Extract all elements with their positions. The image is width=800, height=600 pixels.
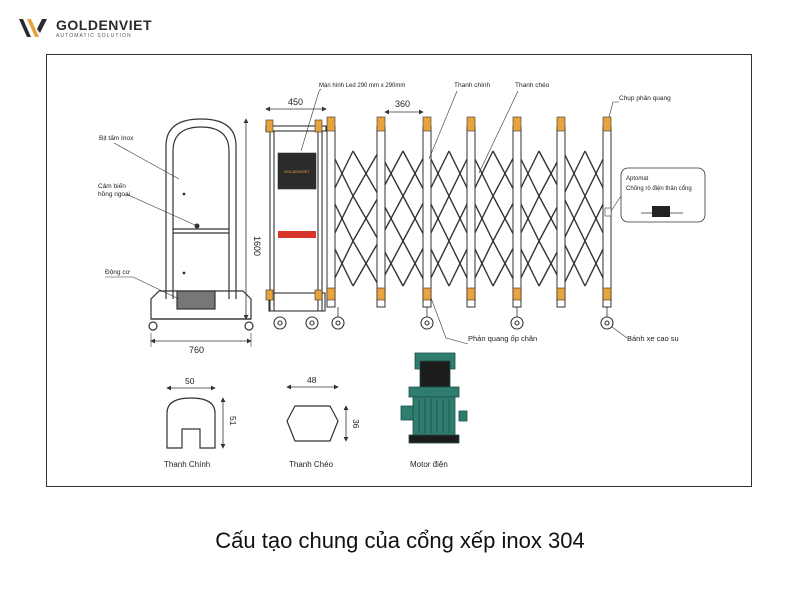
electric-motor <box>400 352 468 444</box>
aptomat-callout <box>620 167 706 223</box>
dim-50: 50 <box>185 376 195 386</box>
profile-thanh-cheo <box>286 405 339 442</box>
label-thanh-chinh-bottom: Thanh Chính <box>164 460 210 469</box>
red-band <box>278 231 316 238</box>
rubber-wheels <box>331 316 614 330</box>
label-motor-dien: Motor điện <box>410 460 448 469</box>
main-posts <box>326 126 612 308</box>
label-chong-ro-dien: Chống rò điện thân cổng <box>626 185 692 192</box>
label-chup-phan-quang: Chụp phản quang <box>619 95 671 102</box>
dim-48: 48 <box>307 375 317 385</box>
profile-thanh-chinh <box>166 397 216 449</box>
dim-51: 51 <box>228 416 238 426</box>
label-thanh-chinh-top: Thanh chính <box>454 82 491 89</box>
screen-logo: GOLDENVIET <box>284 169 310 174</box>
dim-450: 450 <box>288 97 303 107</box>
label-hong-ngoai: hồng ngoại <box>98 189 130 198</box>
logo: GOLDENVIET AUTOMATIC SOLUTION <box>18 17 152 39</box>
label-bit-tam-inox: Bịt tấm Inox <box>99 133 134 142</box>
label-aptomat: Aptomat <box>626 176 649 182</box>
scissor-lattice <box>330 150 608 287</box>
breaker-icon <box>652 206 670 217</box>
dim-36: 36 <box>351 419 361 429</box>
dim-1600: 1600 <box>252 236 262 256</box>
logo-mark-icon <box>19 19 47 37</box>
dim-360: 360 <box>395 99 410 109</box>
logo-name: GOLDENVIET <box>56 16 153 33</box>
label-phan-quang-op-chan: Phản quang ốp chân <box>468 334 537 343</box>
figure-caption: Cấu tạo chung của cổng xếp inox 304 <box>215 528 585 553</box>
label-thanh-cheo-top: Thanh chéo <box>515 82 550 89</box>
sensor-dot-icon <box>194 223 200 229</box>
label-man-hinh-led: Màn hình Led 290 mm x 290mm <box>319 83 405 89</box>
dim-760: 760 <box>189 345 204 355</box>
gate-head-side-view <box>148 118 254 331</box>
gate-head-front-view <box>265 125 327 330</box>
label-cam-bien: Cảm biến <box>98 181 126 190</box>
diagram-frame: Bịt tấm Inox Cảm biến hồng ngoại Động cơ… <box>46 54 752 487</box>
led-screen <box>277 152 317 190</box>
label-thanh-cheo-bottom: Thanh Chéo <box>289 460 334 469</box>
gate-structure-diagram: Bịt tấm Inox Cảm biến hồng ngoại Động cơ… <box>98 82 706 469</box>
reflector-caps <box>326 116 612 301</box>
label-banh-xe-cao-su: Bánh xe cao su <box>627 334 679 343</box>
logo-tagline: AUTOMATIC SOLUTION <box>56 32 132 39</box>
label-dong-co: Động cơ <box>105 269 131 276</box>
